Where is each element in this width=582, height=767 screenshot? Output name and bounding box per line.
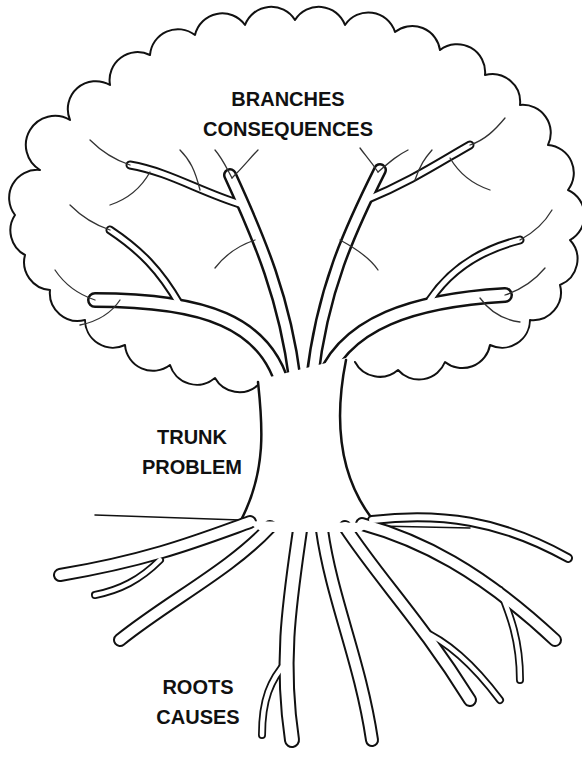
canopy-outline (9, 7, 582, 392)
root-inner (60, 517, 568, 740)
trunk-edge (340, 360, 378, 526)
branch-inner (95, 145, 520, 395)
part-label: BRANCHES CONSEQUENCES (199, 84, 377, 144)
part-label: ROOTS CAUSES (152, 672, 243, 732)
branch-outline (95, 145, 520, 395)
root-outline (60, 517, 568, 740)
trunk-base (246, 521, 374, 532)
part-label: TRUNK PROBLEM (138, 422, 246, 482)
twig (55, 118, 552, 325)
